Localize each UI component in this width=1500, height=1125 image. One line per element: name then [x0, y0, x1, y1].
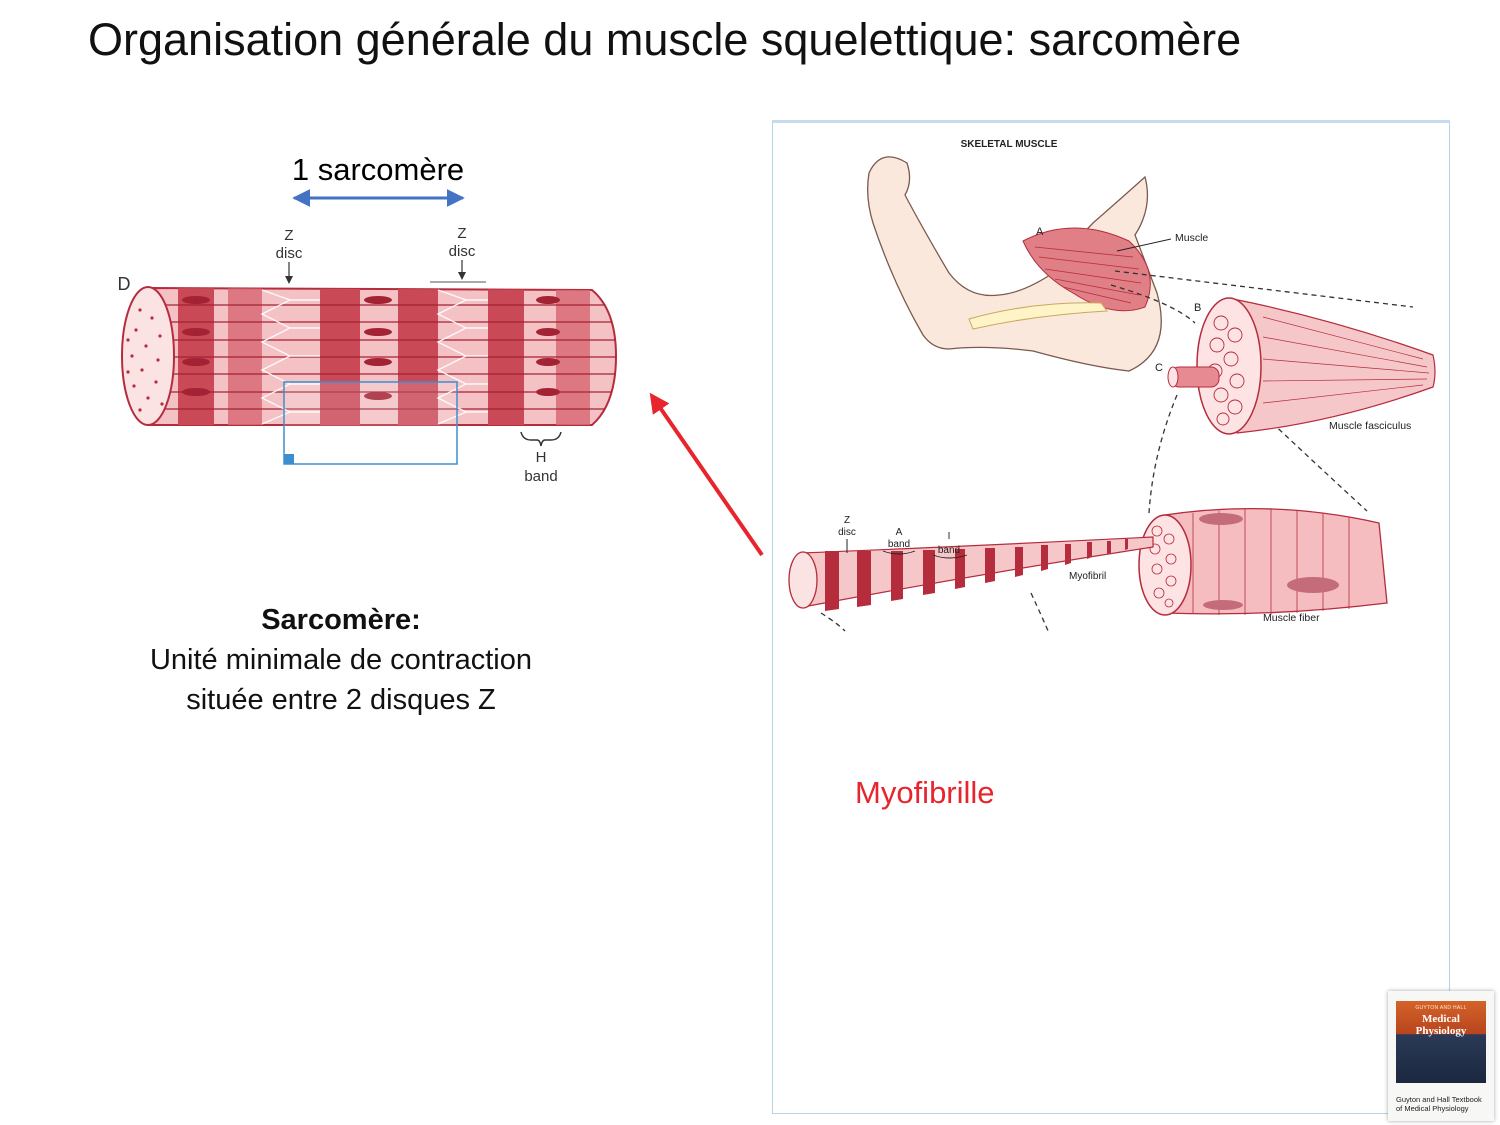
book-caption: Guyton and Hall Textbook of Medical Phys… — [1396, 1095, 1482, 1113]
zoom-arrow — [649, 392, 764, 557]
z-disc-label-letter: Z — [844, 515, 850, 526]
zoom-connectors — [820, 270, 1414, 634]
caption-heading: Sarcomère: — [261, 604, 421, 636]
caption-body: Unité minimale de contraction située ent… — [149, 644, 532, 716]
myofibril-cylinder — [121, 286, 618, 426]
zoom-handle-icon[interactable] — [284, 454, 294, 464]
a-band-bracket — [882, 550, 916, 555]
muscle-fiber-illustration: Muscle fiber — [1138, 507, 1388, 624]
book-cover: GUYTON AND HALL Medical Physiology Guyto… — [1388, 991, 1494, 1121]
z-disc-label-right-letter: Z — [457, 225, 466, 242]
z-disc-pointer-right-head — [458, 272, 466, 280]
panel-letter-d: D — [118, 274, 131, 294]
panel-letter-b: B — [1194, 302, 1201, 314]
a-band-label-letter: A — [896, 527, 903, 538]
book-name: Medical Physiology — [1415, 1013, 1467, 1037]
a-band-label-word: band — [888, 539, 910, 550]
label-muscle: Muscle — [1175, 232, 1208, 244]
cylinder-cross-section — [121, 286, 175, 426]
label-myofibril: Myofibril — [1069, 571, 1106, 582]
label-muscle-fiber: Muscle fiber — [1263, 612, 1320, 624]
label-muscle-fasciculus: Muscle fasciculus — [1329, 420, 1411, 432]
book-cover-art: GUYTON AND HALL Medical Physiology — [1396, 1001, 1486, 1083]
selection-box — [283, 381, 458, 465]
z-disc-label-right-word: disc — [449, 243, 476, 260]
sarcomere-bands — [150, 288, 616, 425]
myofibrille-label: Myofibrille — [855, 775, 995, 810]
fasciculus-illustration: B C Muscle fasciculus — [1155, 297, 1436, 435]
i-band-label-word: band — [938, 545, 960, 556]
skeletal-muscle-figure: SKELETAL MUSCLE A Muscle — [772, 120, 1450, 1114]
i-band-label-letter: I — [948, 531, 951, 542]
arm-illustration: A Muscle — [867, 156, 1208, 372]
myofibril-illustration: Z disc A band I band Myofibril — [788, 515, 1154, 611]
panel-letter-c: C — [1155, 362, 1163, 374]
h-band-bracket — [520, 431, 562, 447]
skeletal-muscle-svg: SKELETAL MUSCLE A Muscle — [788, 139, 1436, 634]
book-series: GUYTON AND HALL — [1415, 1005, 1467, 1011]
sarcomere-caption: Sarcomère: Unité minimale de contraction… — [135, 600, 547, 720]
i-band-bracket — [932, 554, 968, 559]
h-band-letter: H — [536, 449, 547, 466]
sarcomere-span-label: 1 sarcomère — [292, 152, 464, 187]
panel-letter-a: A — [1036, 226, 1044, 238]
slide-title: Organisation générale du muscle squelett… — [88, 14, 1242, 65]
z-disc-label-left-letter: Z — [284, 227, 293, 244]
muscle-pointer — [1116, 238, 1172, 252]
z-disc-label-word: disc — [838, 527, 856, 538]
z-disc-pointer-left-head — [285, 276, 293, 284]
figure-header: SKELETAL MUSCLE — [961, 139, 1058, 150]
z-disc-label-left-word: disc — [276, 245, 303, 262]
h-band-word: band — [524, 468, 557, 485]
